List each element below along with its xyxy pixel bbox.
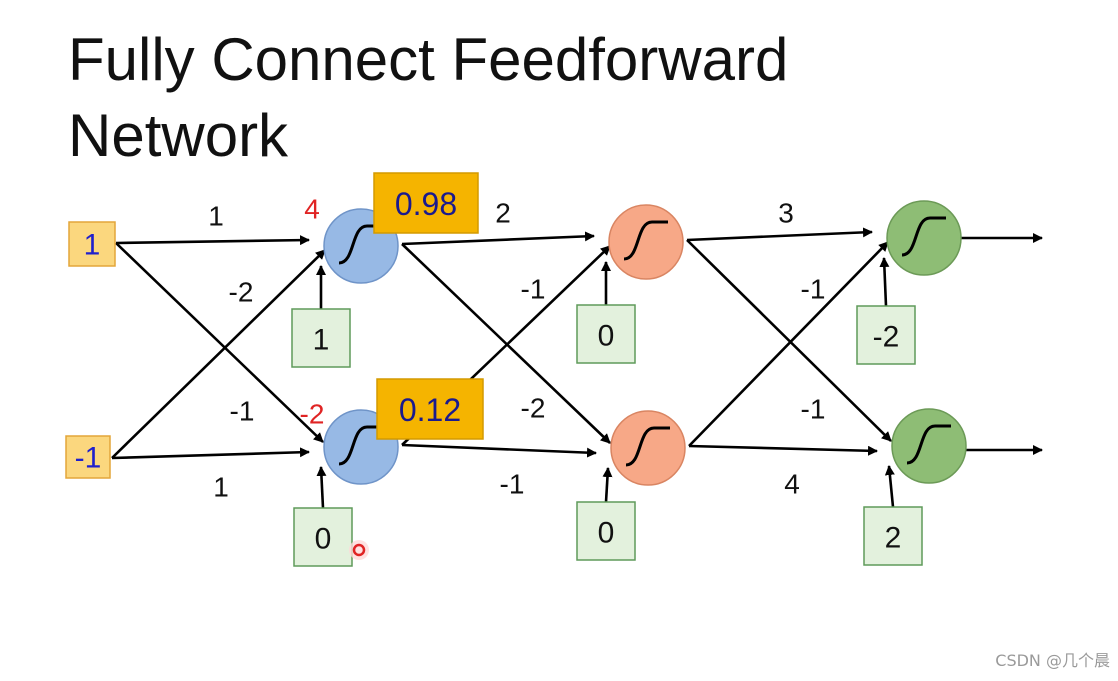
weight-l1-top-cross: -2 [229,277,254,308]
bias-label-l1-2: 0 [315,523,332,556]
bias-label-l1-1: 1 [313,324,330,357]
bias-box-l3-2 [863,506,923,566]
bias-label-l2-1: 0 [598,320,615,353]
bias-box-l1-1 [291,308,351,368]
connections [111,227,1043,509]
weight-l2-bottom-straight: -1 [500,469,525,500]
bias-arrow-l2-n1 [884,465,895,508]
cursor-icon [352,543,366,557]
bias-arrow-l1-n1 [602,467,613,503]
edge-l1-bottom-straight [401,443,597,458]
weight-l3-top-straight: 3 [778,198,794,229]
weight-l3-top-cross: -1 [801,274,826,305]
neuron-l2-1 [608,204,684,280]
sigmoid-icon-l1-2 [338,425,383,466]
weight-l3-bottom-straight: 4 [784,469,800,500]
weight-l3-bottom-cross: -1 [801,394,826,425]
output-box-1 [373,172,479,234]
edge-l0-bottom-straight [111,447,310,460]
nodes [65,172,967,567]
sigmoid-icon-l1-1 [338,224,383,265]
edge-l0-top-cross [115,242,324,443]
bias-arrow-l2-n0 [879,257,890,307]
sum-label-2: -2 [300,399,325,430]
input-label-1: 1 [84,229,101,262]
output-label-2: 0.12 [399,392,461,428]
sigmoid-icon-l3-2 [906,424,951,465]
edge-l1-top-straight [401,231,595,246]
title-line-1: Fully Connect Feedforward [68,26,789,93]
bias-label-l3-1: -2 [873,321,900,354]
weight-l1-top-straight: 1 [208,201,224,232]
edge-l2-top-cross [686,239,892,442]
input-box-2 [65,435,111,479]
weight-l2-top-straight: 2 [495,198,511,229]
weight-l1-bottom-straight: 1 [213,472,229,503]
bias-box-l2-2 [576,501,636,561]
weight-l2-top-cross: -1 [521,274,546,305]
sigmoid-icon-l2-2 [625,426,670,467]
neuron-l3-2 [891,408,967,484]
weight-l2-bottom-cross: -2 [521,393,546,424]
bias-box-l1-2 [293,507,353,567]
sum-label-1: 4 [304,194,320,225]
edge-l0-bottom-cross [111,249,326,459]
edge-l2-bottom-straight [688,444,878,456]
output-box-2 [376,378,484,440]
slide-title: Fully Connect Feedforward Network [68,22,788,174]
neuron-l2-2 [610,410,686,486]
bias-arrow-l0-n1 [316,466,327,509]
input-label-2: -1 [75,442,102,475]
bias-label-l3-2: 2 [885,522,902,555]
labels: 1 -1 1 4 0.98 0 -2 0.12 1 -2 -1 1 0 0 2 -1 -2 -1 -2 2 3 -1 -1 4 [75,186,902,556]
title-line-2: Network [68,102,289,169]
edge-l0-top-straight [115,235,310,246]
edge-l1-top-cross [401,243,611,444]
cursor-halo [349,540,369,560]
neuron-l3-1 [886,200,962,276]
watermark: CSDN @几个晨 [995,651,1110,670]
weight-l1-bottom-cross: -1 [230,396,255,427]
edge-l2-bottom-cross [688,241,889,447]
bias-label-l2-2: 0 [598,517,615,550]
output-label-1: 0.98 [395,186,457,222]
bias-box-l2-1 [576,304,636,364]
bias-box-l3-1 [856,305,916,365]
sigmoid-icon-l2-1 [623,220,668,261]
edge-l2-top-straight [686,227,873,242]
sigmoid-icon-l3-1 [901,216,946,257]
input-box-1 [68,221,116,267]
